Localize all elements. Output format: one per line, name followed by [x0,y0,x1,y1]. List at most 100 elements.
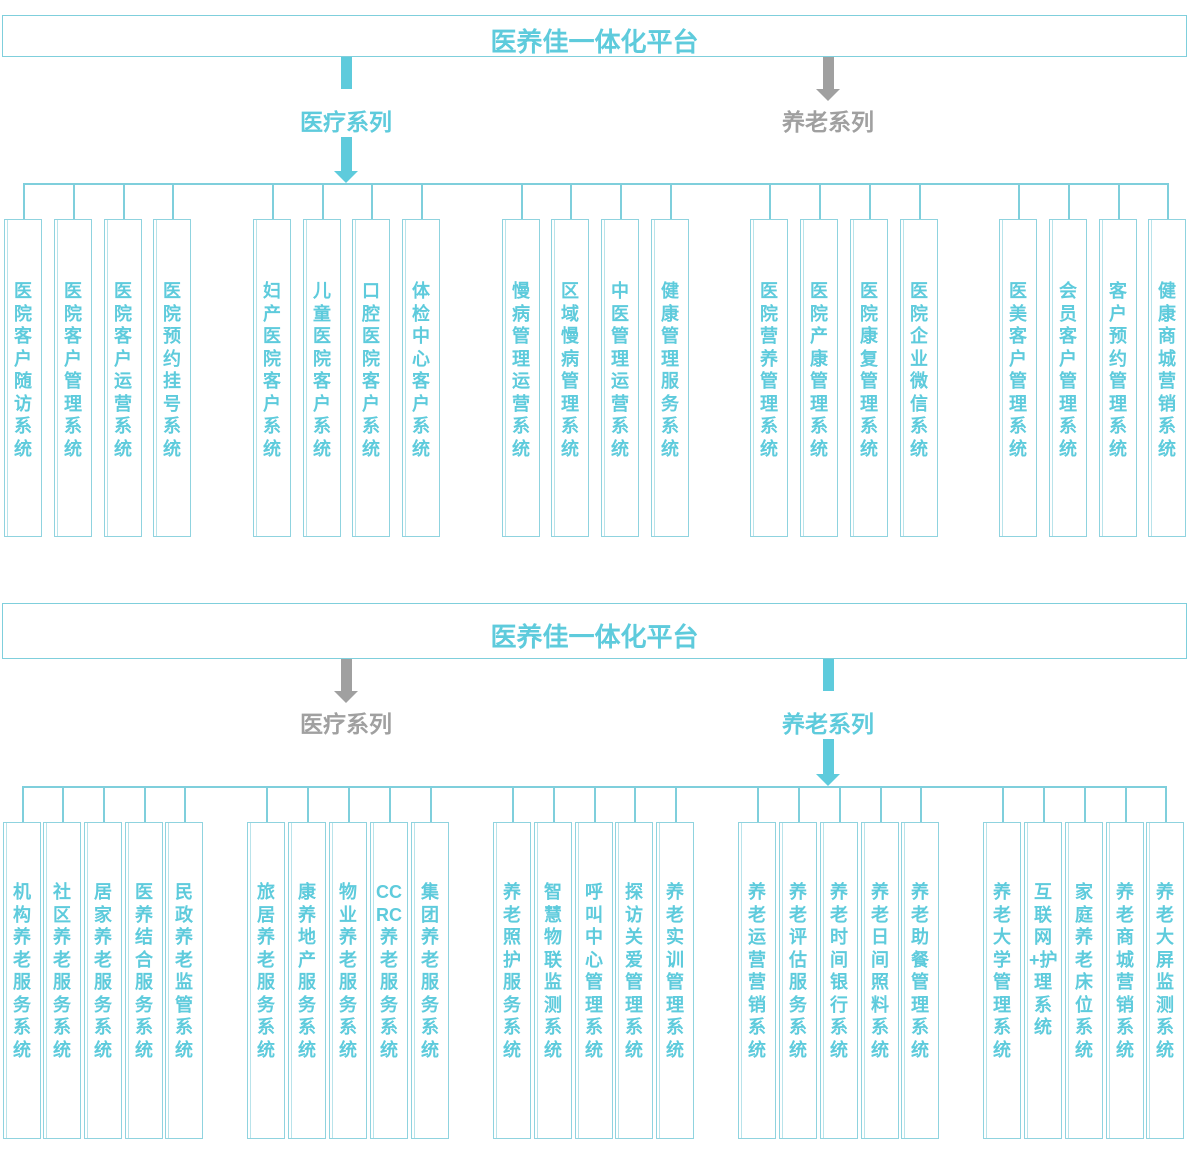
system-box: 医院客户运营系统 [104,219,142,537]
connector-line [22,786,24,822]
system-label: 机构养老服务系统 [13,882,31,1060]
series-arrow-shaft [341,57,352,89]
system-label: 家庭养老床位系统 [1075,882,1093,1060]
system-label: 物业养老服务系统 [339,882,357,1060]
system-box: 养老大屏监测系统 [1146,822,1184,1139]
system-label: 中医管理运营系统 [611,281,629,459]
connector-line [920,786,922,822]
arrow-down-icon [334,171,358,183]
system-label: 体检中心客户系统 [412,281,430,459]
connector-line [675,786,677,822]
connector-line [839,786,841,822]
system-box: 探访关爱管理系统 [615,822,653,1139]
connector-line [1165,786,1167,822]
system-label: 医院客户随访系统 [14,281,32,459]
system-box: 集团养老服务系统 [411,822,449,1139]
system-box: 养老日间照料系统 [861,822,899,1139]
system-box: 智慧物联监测系统 [534,822,572,1139]
connector-line [23,183,25,219]
connector-line [23,183,1167,185]
arrow-down-icon [816,774,840,786]
system-label: 口腔医院客户系统 [362,281,380,459]
system-label: 儿童医院客户系统 [313,281,331,459]
connector-line [1002,786,1004,822]
system-label: 医养结合服务系统 [135,882,153,1060]
connector-line [757,786,759,822]
system-box: 医院产康管理系统 [800,219,838,537]
system-label: CCRC养老服务系统 [376,882,402,1060]
system-label: 健康管理服务系统 [661,281,679,459]
system-box: 物业养老服务系统 [329,822,367,1139]
system-label: 医院企业微信系统 [910,281,928,459]
connector-line [172,183,174,219]
system-box: 中医管理运营系统 [601,219,639,537]
system-label: 医院营养管理系统 [760,281,778,459]
connector-line [371,183,373,219]
system-box: CCRC养老服务系统 [370,822,408,1139]
series-label-medical: 医疗系列 [300,110,392,136]
connector-line [103,786,105,822]
arrow-down-icon [334,691,358,703]
system-label: 健康商城营销系统 [1158,281,1176,459]
connector-line [73,183,75,219]
system-box: 养老实训管理系统 [656,822,694,1139]
system-box: 健康商城营销系统 [1148,219,1186,537]
system-box: 居家养老服务系统 [84,822,122,1139]
connector-line [144,786,146,822]
system-label: 养老评估服务系统 [789,882,807,1060]
series-arrow-shaft [823,57,834,89]
platform-title: 医养佳一体化平台 [490,27,699,58]
system-label: 旅居养老服务系统 [257,882,275,1060]
series-label-elderly: 养老系列 [782,110,874,136]
system-label: 呼叫中心管理系统 [585,882,603,1060]
system-label: 医院预约挂号系统 [163,281,181,459]
system-box: 医院预约挂号系统 [153,219,191,537]
system-box: 医院康复管理系统 [850,219,888,537]
system-box: 儿童医院客户系统 [303,219,341,537]
connector-line [670,183,672,219]
connector-line [430,786,432,822]
system-label: 妇产医院客户系统 [263,281,281,459]
platform-title-box: 医养佳一体化平台 [2,603,1187,659]
system-box: 旅居养老服务系统 [247,822,285,1139]
connector-line [553,786,555,822]
connector-line [266,786,268,822]
system-box: 互联网+护理系统 [1024,822,1062,1139]
system-label: 养老大学管理系统 [993,882,1011,1060]
system-box: 康养地产服务系统 [288,822,326,1139]
system-label: 医院客户管理系统 [64,281,82,459]
system-label: 会员客户管理系统 [1059,281,1077,459]
connector-line [634,786,636,822]
connector-line [421,183,423,219]
system-label: 养老商城营销系统 [1116,882,1134,1060]
connector-line [1118,183,1120,219]
system-label: 养老日间照料系统 [871,882,889,1060]
connector-line [570,183,572,219]
connector-line [1043,786,1045,822]
system-box: 慢病管理运营系统 [502,219,540,537]
system-label: 养老运营营销系统 [748,882,766,1060]
connector-line [594,786,596,822]
system-box: 医院企业微信系统 [900,219,938,537]
system-box: 客户预约管理系统 [1099,219,1137,537]
system-label: 康养地产服务系统 [298,882,316,1060]
system-box: 医院客户随访系统 [4,219,42,537]
system-box: 医院客户管理系统 [54,219,92,537]
system-label: 客户预约管理系统 [1109,281,1127,459]
system-label: 区域慢病管理系统 [561,281,579,459]
connector-line [123,183,125,219]
connector-line [819,183,821,219]
connector-line [769,183,771,219]
system-box: 民政养老监管系统 [165,822,203,1139]
system-box: 社区养老服务系统 [43,822,81,1139]
system-box: 会员客户管理系统 [1049,219,1087,537]
system-box: 呼叫中心管理系统 [575,822,613,1139]
connector-line [798,786,800,822]
system-box: 养老助餐管理系统 [901,822,939,1139]
connector-line [22,786,1165,788]
connector-line [620,183,622,219]
connector-line [62,786,64,822]
connector-line [322,183,324,219]
arrow-down-icon [816,89,840,101]
series-label-medical: 医疗系列 [300,712,392,738]
